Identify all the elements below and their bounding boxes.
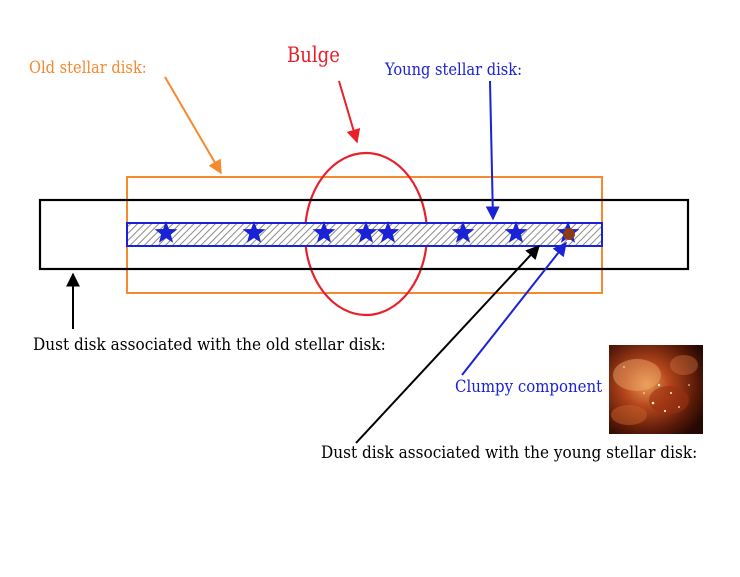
star-icon (242, 221, 266, 243)
clump-icon (563, 228, 575, 240)
dust-disk-old-label: Dust disk associated with the old stella… (33, 335, 386, 355)
star-icon (354, 221, 378, 243)
star-icon (504, 221, 528, 243)
clumpy-component-label: Clumpy component (455, 377, 603, 397)
star-icon (451, 221, 475, 243)
dust-young-arrow (355, 244, 540, 444)
clumpy-arrow (461, 241, 567, 376)
nebula-image (609, 345, 703, 434)
star-icon (312, 221, 336, 243)
star-icon (154, 221, 178, 243)
dust-disk-old (38, 198, 690, 271)
old-disk-arrow (164, 76, 222, 175)
dust-disk-young-label: Dust disk associated with the young stel… (321, 443, 698, 463)
bulge-label: Bulge (287, 43, 340, 67)
young-disk-arrow (485, 80, 500, 221)
bulge-arrow (338, 80, 361, 144)
young-stellar-disk-label: Young stellar disk: (385, 60, 523, 80)
star-icon (376, 221, 400, 243)
old-stellar-disk-label: Old stellar disk: (29, 58, 147, 78)
